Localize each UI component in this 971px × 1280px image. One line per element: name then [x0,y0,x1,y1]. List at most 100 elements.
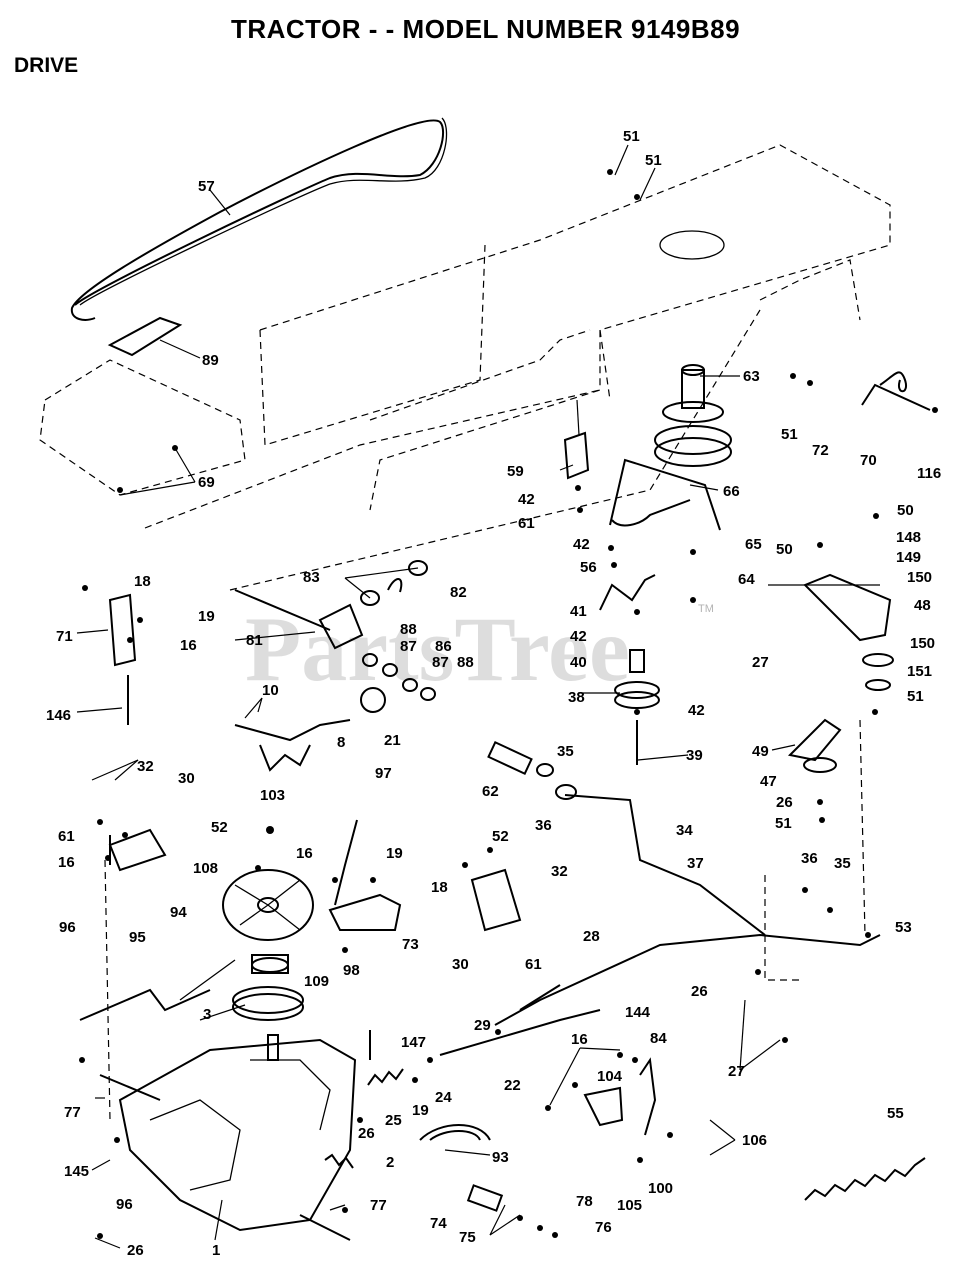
callout-label: 147 [401,1034,426,1051]
callout-label: 35 [557,743,574,760]
callout-label: 151 [907,663,932,680]
callout-label: 26 [776,794,793,811]
callout-label: 18 [134,573,151,590]
watermark-text: PartsTree [245,598,630,700]
leader-lines [76,144,880,1249]
callout-label: 16 [571,1031,588,1048]
callout-label: 108 [193,860,218,877]
callout-label: 64 [738,571,755,588]
callout-label: 144 [625,1004,651,1021]
callout-label: 88 [457,654,474,671]
callout-label: 95 [129,929,146,946]
callout-label: 84 [650,1030,667,1047]
callout-label: 10 [262,682,279,699]
callout-label: 51 [781,426,798,443]
callout-label: 145 [64,1163,89,1180]
callout-label: 57 [198,178,215,195]
callout-label: 18 [431,879,448,896]
page-title: TRACTOR - - MODEL NUMBER 9149B89 [230,14,741,44]
callout-label: 42 [573,536,590,553]
callout-label: 53 [895,919,912,936]
hose-93 [419,1124,491,1141]
hardware-fasteners [79,169,938,1239]
callout-label: 1 [212,1242,220,1259]
callout-label: 149 [896,549,921,566]
callout-label: 51 [907,688,924,705]
callout-label: 87 [400,638,417,655]
callout-label: 35 [834,855,851,872]
pulley-109 [251,954,289,974]
callout-label: 55 [887,1105,904,1122]
callout-label: 97 [375,765,392,782]
callout-label: 42 [570,628,587,645]
callout-label: 76 [595,1219,612,1236]
callout-label: 105 [617,1197,642,1214]
callout-label: 88 [400,621,417,638]
callout-label: 116 [917,465,941,482]
callout-label: 150 [907,569,932,586]
callout-label: 78 [576,1193,593,1210]
callout-label: 69 [198,474,215,491]
callout-label: 32 [551,863,568,880]
callout-label: 27 [752,654,769,671]
callout-label: 2 [386,1154,394,1171]
callout-label: 16 [58,854,75,871]
callout-label: 51 [775,815,792,832]
callout-label: 16 [296,845,313,862]
callout-label: 50 [776,541,793,558]
callout-label: 146 [46,707,71,724]
bushing-74 [466,1184,504,1212]
shift-shaft-81 [234,560,436,701]
watermark-trademark: TM [698,603,714,615]
callout-label: 22 [504,1077,521,1094]
callout-label: 26 [691,983,708,1000]
callout-label: 36 [535,817,552,834]
control-rod-28 [494,933,881,1026]
belt-guide-89 [107,316,183,357]
bracket-104 [583,1057,657,1136]
spring-55 [804,1157,926,1201]
spring-2 [324,1153,354,1169]
spring-70 [861,371,931,411]
callout-label: 36 [801,850,818,867]
callout-label: 62 [482,783,499,800]
brake-rod-34 [487,740,766,936]
callout-label: 39 [686,747,703,764]
callout-label: 81 [246,632,263,649]
callout-label: 19 [386,845,403,862]
callout-label: 30 [452,956,469,973]
callout-label: 75 [459,1229,476,1246]
callout-label: 56 [580,559,597,576]
callout-label: 49 [752,743,769,760]
section-title: DRIVE [14,54,79,77]
callout-label: 52 [492,828,509,845]
brake-arm-48 [787,573,894,773]
callout-label: 96 [59,919,76,936]
callout-label: 19 [412,1102,429,1119]
callout-label: 38 [568,689,585,706]
cooling-fan-94 [222,869,314,941]
bracket-73 [328,819,402,931]
control-rod-22 [439,1009,601,1056]
callout-label: 3 [203,1006,211,1023]
callout-label: 104 [597,1068,623,1085]
callout-label: 86 [435,638,452,655]
callout-label: 96 [116,1196,133,1213]
callout-label: 27 [728,1063,745,1080]
frame-outline [39,144,891,1121]
callout-label: 16 [180,637,197,654]
callout-label: 70 [860,452,877,469]
callout-label: 48 [914,597,931,614]
idler-assembly-38 [599,574,660,765]
transaxle-1 [99,1034,357,1241]
callout-label: 32 [137,758,154,775]
callout-label: 40 [570,654,587,671]
bracket-30-left [108,828,167,872]
callout-label: 94 [170,904,187,921]
callout-label: 19 [198,608,215,625]
callout-label: 47 [760,773,777,790]
callout-label: 150 [910,635,935,652]
callout-label: 41 [570,603,587,620]
callout-label: 65 [745,536,762,553]
